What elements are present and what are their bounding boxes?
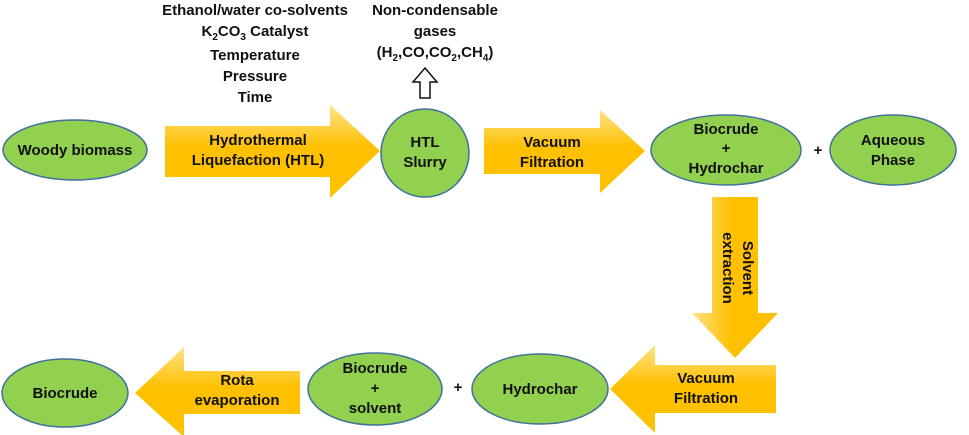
plus-sign-2: +: [454, 379, 463, 396]
condition-cosolvents: Ethanol/water co-solvents: [162, 2, 348, 19]
vacuum-filtration-arrow-2: Vacuum Filtration: [610, 345, 776, 433]
non-condensable-gases: Non-condensable gases (H2,CO,CO2,CH4): [350, 0, 520, 66]
htl-slurry-label-1: HTL: [410, 134, 439, 151]
woody-biomass-label: Woody biomass: [18, 142, 133, 159]
biocrude-label: Biocrude: [32, 385, 97, 402]
node-biocrude-solvent: Biocrude + solvent: [307, 352, 443, 426]
biocrude-solvent-label-3: solvent: [349, 400, 402, 417]
vacuum-filtration-1-label-2: Filtration: [520, 154, 584, 171]
condition-pressure: Pressure: [222, 68, 288, 85]
rota-evaporation-arrow: Rota evaporation: [135, 347, 300, 435]
biocrude-solvent-label-1: Biocrude: [342, 360, 407, 377]
node-biocrude-hydrochar: Biocrude + Hydrochar: [650, 114, 802, 186]
vacuum-filtration-2-label-2: Filtration: [674, 390, 738, 407]
vacuum-filtration-2-label-1: Vacuum: [677, 370, 735, 387]
gas-release-arrow-icon: [411, 66, 439, 99]
condition-time: Time: [237, 89, 273, 106]
node-woody-biomass: Woody biomass: [2, 119, 148, 181]
solvent-extraction-label-2: extraction: [719, 232, 736, 304]
biocrude-solvent-label-2: +: [371, 380, 380, 397]
gases-line-2: gases: [413, 23, 457, 40]
gases-line-1: Non-condensable: [372, 2, 498, 19]
gases-formula: (H2,CO,CO2,CH4): [376, 44, 494, 64]
biocrude-hydrochar-label-1: Biocrude: [693, 121, 758, 138]
solvent-extraction-arrow: Solvent extraction: [692, 197, 778, 358]
rota-evaporation-label-1: Rota: [220, 372, 254, 389]
aqueous-phase-label-1: Aqueous: [861, 132, 925, 149]
biocrude-hydrochar-label-3: Hydrochar: [688, 160, 763, 177]
htl-arrow-label-2: Liquefaction (HTL): [192, 152, 324, 169]
hydrochar-label: Hydrochar: [502, 381, 577, 398]
biocrude-hydrochar-label-2: +: [722, 140, 731, 157]
condition-temperature: Temperature: [210, 47, 300, 64]
process-conditions: Ethanol/water co-solvents K2CO3 Catalyst…: [140, 0, 370, 108]
vacuum-filtration-arrow-1: Vacuum Filtration: [484, 110, 645, 193]
node-htl-slurry: HTL Slurry: [380, 108, 470, 198]
node-aqueous-phase: Aqueous Phase: [829, 114, 957, 186]
htl-arrow: Hydrothermal Liquefaction (HTL): [165, 105, 380, 198]
node-hydrochar: Hydrochar: [471, 353, 609, 425]
vacuum-filtration-1-label-1: Vacuum: [523, 134, 581, 151]
solvent-extraction-label-1: Solvent: [739, 241, 756, 295]
htl-arrow-label-1: Hydrothermal: [209, 132, 307, 149]
rota-evaporation-label-2: evaporation: [194, 392, 279, 409]
node-biocrude: Biocrude: [1, 358, 129, 428]
htl-slurry-label-2: Slurry: [403, 154, 447, 171]
condition-catalyst: K2CO3 Catalyst: [201, 23, 309, 43]
aqueous-phase-label-2: Phase: [871, 152, 915, 169]
plus-sign-1: +: [814, 142, 823, 159]
